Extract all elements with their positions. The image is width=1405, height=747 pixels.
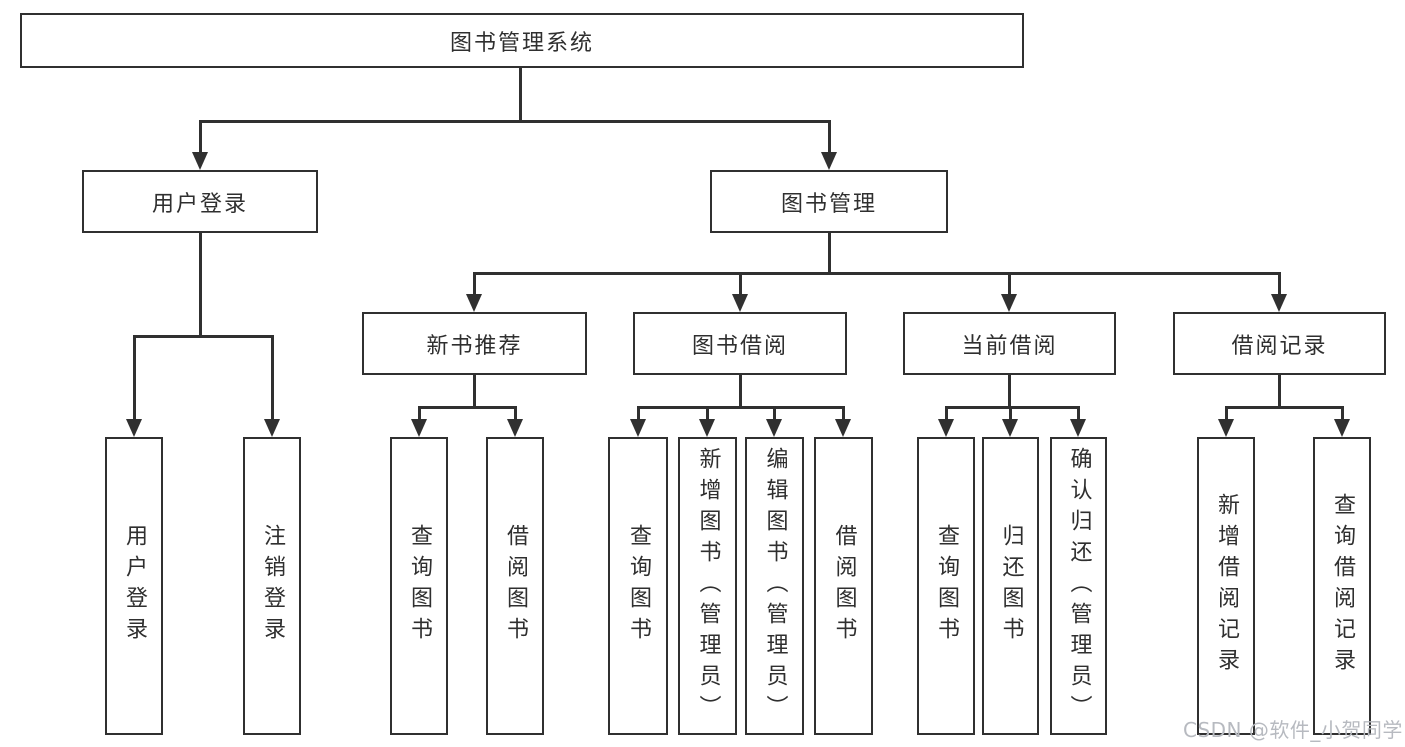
connector-line-query-books-current: [945, 406, 948, 425]
leaf-query-borrow-record-label: 查询借阅记录: [1330, 493, 1355, 679]
node-current-borrow-label: 当前借阅: [961, 333, 1058, 359]
connector-line-borrow-books: [842, 406, 845, 425]
arrowhead-query-books-current: [938, 419, 954, 437]
connector-book-management-stub: [828, 233, 831, 272]
connector-borrow-records-stub: [1278, 375, 1281, 406]
leaf-edit-book-admin-label: 编辑图书（管理员）: [762, 446, 788, 726]
node-user-login-label: 用户登录: [151, 191, 248, 217]
leaf-query-books-current: 查询图书: [917, 437, 975, 735]
arrowhead-query-borrow-record: [1334, 419, 1350, 437]
arrowhead-confirm-return-admin: [1070, 419, 1086, 437]
node-borrow-records-label: 借阅记录: [1231, 333, 1328, 359]
node-book-borrow: 图书借阅: [633, 312, 847, 375]
node-borrow-records: 借阅记录: [1173, 312, 1386, 375]
arrowhead-borrow-books-recommend: [507, 419, 523, 437]
node-current-borrow: 当前借阅: [903, 312, 1116, 375]
node-root-label: 图书管理系统: [449, 30, 594, 56]
connector-line-add-borrow-record: [1225, 406, 1228, 425]
leaf-query-books-recommend-label: 查询图书: [407, 524, 432, 648]
arrowhead-book-borrow: [732, 294, 748, 312]
arrowhead-edit-book-admin: [766, 419, 782, 437]
connector-line-leaf-logout: [271, 335, 274, 425]
leaf-query-books-recommend: 查询图书: [390, 437, 448, 735]
leaf-query-borrow-record: 查询借阅记录: [1313, 437, 1371, 735]
connector-line-borrow-records: [1278, 272, 1281, 300]
arrowhead-query-books-borrow: [630, 419, 646, 437]
node-root: 图书管理系统: [20, 13, 1024, 68]
arrowhead-current-borrow: [1001, 294, 1017, 312]
arrowhead-add-borrow-record: [1218, 419, 1234, 437]
connector-line-book-borrow: [739, 272, 742, 300]
connector-line-borrow-books-recommend: [514, 406, 517, 425]
leaf-edit-book-admin: 编辑图书（管理员）: [745, 437, 804, 735]
leaf-query-books-borrow-label: 查询图书: [626, 524, 651, 648]
node-new-book-recommend: 新书推荐: [362, 312, 587, 375]
connector-line-add-book-admin: [706, 406, 709, 425]
leaf-logout-label: 注销登录: [260, 524, 285, 648]
leaf-logout: 注销登录: [243, 437, 301, 735]
connector-level3-bar: [473, 272, 1280, 275]
watermark: CSDN @软件_小贺同学: [1183, 718, 1403, 742]
arrowhead-query-books-recommend: [411, 419, 427, 437]
connector-user-login-stub: [199, 233, 202, 335]
connector-user-login-bar: [133, 335, 273, 338]
node-new-book-recommend-label: 新书推荐: [426, 333, 523, 359]
leaf-return-book: 归还图书: [982, 437, 1039, 735]
leaf-add-borrow-record-label: 新增借阅记录: [1214, 493, 1239, 679]
connector-line-query-borrow-record: [1341, 406, 1344, 425]
connector-current-borrow-bar: [945, 406, 1079, 409]
connector-new-book-recommend-stub: [473, 375, 476, 406]
connector-line-query-books-recommend: [418, 406, 421, 425]
arrowhead-user-login: [192, 152, 208, 170]
arrowhead-return-book: [1002, 419, 1018, 437]
connector-line-return-book: [1009, 406, 1012, 425]
arrowhead-new-book-recommend: [466, 294, 482, 312]
leaf-add-book-admin-label: 新增图书（管理员）: [695, 446, 721, 726]
leaf-confirm-return-admin-label: 确认归还（管理员）: [1066, 446, 1092, 726]
leaf-query-books-borrow: 查询图书: [608, 437, 668, 735]
leaf-confirm-return-admin: 确认归还（管理员）: [1050, 437, 1107, 735]
leaf-add-book-admin: 新增图书（管理员）: [678, 437, 737, 735]
connector-book-borrow-stub: [739, 375, 742, 406]
leaf-borrow-books-recommend-label: 借阅图书: [503, 524, 528, 648]
leaf-borrow-books-recommend: 借阅图书: [486, 437, 544, 735]
node-book-management: 图书管理: [710, 170, 948, 233]
node-book-borrow-label: 图书借阅: [691, 333, 788, 359]
leaf-return-book-label: 归还图书: [998, 524, 1024, 648]
arrowhead-leaf-user-login: [126, 419, 142, 437]
arrowhead-borrow-records: [1271, 294, 1287, 312]
connector-line-new-book-recommend: [473, 272, 476, 300]
node-book-management-label: 图书管理: [780, 191, 877, 217]
connector-root-stub: [519, 68, 522, 120]
connector-new-book-recommend-bar: [418, 406, 515, 409]
connector-line-leaf-user-login: [133, 335, 136, 425]
leaf-user-login: 用户登录: [105, 437, 163, 735]
arrowhead-borrow-books: [835, 419, 851, 437]
node-user-login: 用户登录: [82, 170, 318, 233]
leaf-query-books-current-label: 查询图书: [934, 524, 959, 648]
leaf-borrow-books-label: 借阅图书: [831, 524, 857, 648]
connector-current-borrow-stub: [1008, 375, 1011, 406]
arrowhead-leaf-logout: [264, 419, 280, 437]
connector-line-book-management: [828, 120, 831, 158]
leaf-borrow-books: 借阅图书: [814, 437, 873, 735]
connector-line-edit-book-admin: [773, 406, 776, 425]
arrowhead-book-management: [821, 152, 837, 170]
connector-root-bar: [199, 120, 830, 123]
connector-book-borrow-bar: [637, 406, 843, 409]
connector-borrow-records-bar: [1225, 406, 1343, 409]
leaf-add-borrow-record: 新增借阅记录: [1197, 437, 1255, 735]
leaf-user-login-label: 用户登录: [122, 524, 147, 648]
connector-line-current-borrow: [1008, 272, 1011, 300]
connector-line-user-login: [199, 120, 202, 158]
connector-line-query-books-borrow: [637, 406, 640, 425]
arrowhead-add-book-admin: [699, 419, 715, 437]
connector-line-confirm-return-admin: [1077, 406, 1080, 425]
